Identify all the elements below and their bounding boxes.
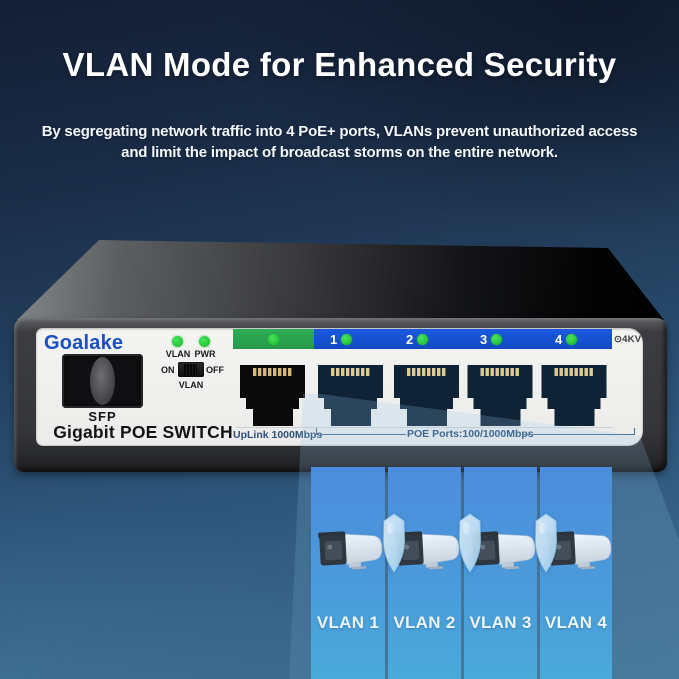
vlan-zone-label: VLAN 4 [544,613,608,632]
poe-port-header: 1 2 3 4 [314,329,612,349]
poe-port-label-3: 3 [480,329,503,349]
surge-protection-value: 4KV [622,334,642,345]
surge-protection-icon: ⊙ [614,334,623,345]
uplink-caption: UpLink 1000Mbps [233,429,323,441]
vlan-zone-2: VLAN 2 [383,467,461,679]
uplink-port-header [233,329,314,349]
subheadline-line-2: and limit the impact of broadcast storms… [121,144,558,161]
sfp-slot-icon [90,357,115,405]
port-number: 3 [480,331,488,347]
poe-port-label-4: 4 [555,329,578,349]
toggle-knob [184,364,197,375]
uplink-led-icon [268,334,279,345]
sfp-label: SFP [88,409,117,424]
ip-camera-icon [318,531,383,570]
security-shield-icon [535,513,557,573]
vlan-zone-4: VLAN 4 [535,467,612,679]
port-number: 2 [406,331,414,347]
uplink-rj45-port-icon [240,365,305,426]
bracket-tick [316,428,317,435]
poe-port-label-1: 1 [330,329,353,349]
poe-rj45-port-icon-3 [467,365,533,426]
poe-rj45-port-icon-1 [318,365,383,426]
port-led-icon [566,333,578,345]
toggle-on-label: ON [161,365,175,375]
vlan-zone-label: VLAN 3 [469,613,532,632]
port-tray-line [236,427,613,428]
poe-ports-caption: POE Ports:100/1000Mbps [407,428,534,440]
port-led-icon [417,333,429,345]
pwr-led-icon [199,336,210,347]
vlan-zone-1: VLAN 1 [311,467,385,679]
pwr-led-label: PWR [194,349,216,359]
ip-camera-icon [471,531,536,570]
subheadline-line-1: By segregating network traffic into 4 Po… [41,123,638,140]
vlan-led-label: VLAN [165,349,191,359]
port-number: 1 [330,331,338,347]
vlan-zone-3: VLAN 3 [459,467,537,679]
poe-rj45-port-icon-4 [541,365,607,426]
security-shield-icon [383,513,405,573]
model-label: Gigabit POE SWITCH [53,422,233,442]
port-led-icon [341,333,353,345]
vlan-zone-label: VLAN 1 [316,613,380,632]
vlan-zone-label: VLAN 2 [393,613,456,632]
surge-protection-badge: ⊙4KV [614,334,644,345]
sfp-port [62,354,143,408]
headline: VLAN Mode for Enhanced Security [62,46,617,83]
port-led-icon [491,333,503,345]
vlan-led-icon [172,336,183,347]
brand-logo: Goalake [44,332,124,354]
vlan-mode-toggle [178,362,204,377]
bracket-line [320,434,406,435]
bracket-tick [634,428,635,435]
poe-port-label-2: 2 [406,329,429,349]
bracket-line [524,434,634,435]
toggle-off-label: OFF [206,365,224,375]
poe-rj45-port-icon-2 [394,365,459,426]
toggle-name-label: VLAN [178,380,204,390]
subheadline: By segregating network traffic into 4 Po… [0,121,679,163]
switch-faceplate: Goalake SFP Gigabit POE SWITCH VLAN PWR … [36,328,643,446]
port-number: 4 [555,331,563,347]
security-shield-icon [459,513,481,573]
switch-top-panel [17,240,664,320]
